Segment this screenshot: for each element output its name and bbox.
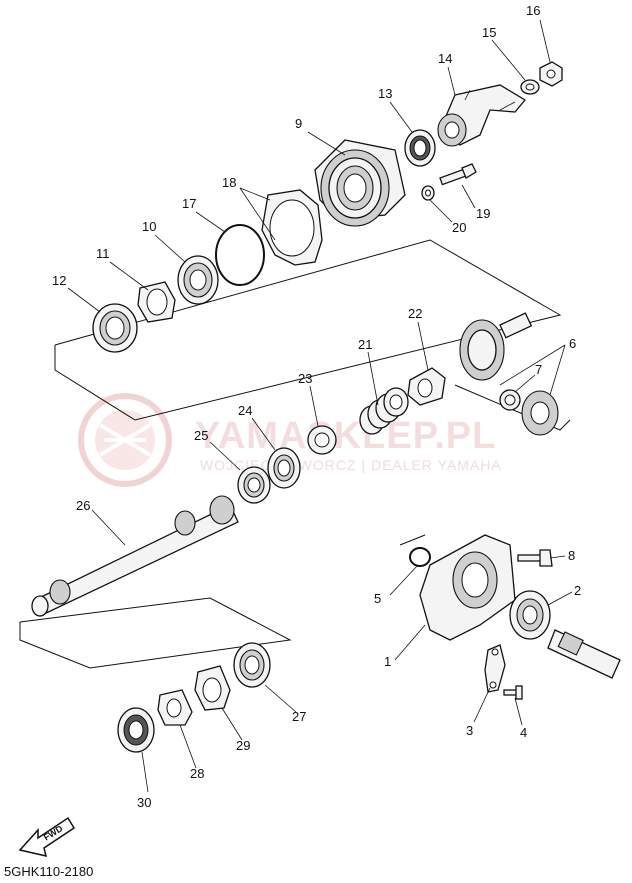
callout-23: 23 — [298, 371, 312, 386]
part-12-bearing — [92, 303, 138, 353]
part-21-spring — [359, 387, 409, 435]
callout-1: 1 — [384, 654, 391, 669]
part-14-yoke — [437, 84, 526, 147]
callout-15: 15 — [482, 25, 496, 40]
callout-25: 25 — [194, 428, 208, 443]
callout-2: 2 — [574, 583, 581, 598]
part-29-bearing-cage — [194, 665, 231, 711]
callout-7: 7 — [535, 362, 542, 377]
part-23-collar — [307, 425, 337, 455]
part-17-o-ring — [215, 224, 265, 286]
callout-9: 9 — [295, 116, 302, 131]
part-2-bearing — [509, 590, 551, 640]
part-7-collar — [499, 389, 521, 411]
callout-17: 17 — [182, 196, 196, 211]
part-8-bolt — [517, 549, 553, 567]
part-9-bearing-housing — [314, 139, 406, 227]
watermark-logo-icon — [78, 393, 172, 487]
callout-26: 26 — [76, 498, 90, 513]
part-11-bearing-cage — [137, 281, 176, 323]
part-3-bracket — [484, 644, 506, 693]
callout-18: 18 — [222, 175, 236, 190]
part-19-bolt — [439, 163, 477, 186]
callout-29: 29 — [236, 738, 250, 753]
group-frame-mid — [399, 384, 571, 546]
callout-12: 12 — [52, 273, 66, 288]
callout-21: 21 — [358, 337, 372, 352]
part-30-oil-seal — [117, 707, 155, 753]
callout-5: 5 — [374, 591, 381, 606]
part-4-bolt — [503, 685, 523, 700]
callout-10: 10 — [142, 219, 156, 234]
part-6-gear-set — [459, 312, 559, 436]
callout-11: 11 — [96, 246, 110, 261]
callout-24: 24 — [238, 403, 252, 418]
callout-14: 14 — [438, 51, 452, 66]
part-13-oil-seal — [404, 129, 436, 167]
part-10-bearing — [177, 255, 219, 305]
fwd-arrow-icon: FWD — [18, 816, 76, 858]
part-pinion-shaft — [547, 629, 621, 679]
part-15-washer — [520, 79, 540, 95]
part-16-nut — [539, 61, 563, 87]
watermark-brand: YAMASKLEP.PL — [195, 415, 496, 457]
part-5-o-ring — [409, 547, 431, 567]
part-25-bearing — [237, 466, 271, 504]
part-1-housing — [419, 534, 516, 641]
part-18-gasket — [261, 189, 323, 266]
group-frame-upper — [54, 239, 562, 421]
leader-lines — [67, 19, 573, 793]
part-24-bearing — [267, 447, 301, 489]
callout-6: 6 — [569, 336, 576, 351]
callout-27: 27 — [292, 709, 306, 724]
callout-20: 20 — [452, 220, 466, 235]
callout-28: 28 — [190, 766, 204, 781]
group-frame-lower — [19, 597, 292, 669]
callout-22: 22 — [408, 306, 422, 321]
callout-30: 30 — [137, 795, 151, 810]
callout-4: 4 — [520, 725, 527, 740]
callout-labels: 16 15 14 13 9 19 20 18 17 10 11 12 6 7 2… — [52, 3, 581, 810]
part-22-coupling — [407, 367, 446, 406]
part-26-drive-shaft — [31, 495, 239, 617]
part-20-washer — [421, 185, 435, 201]
callout-3: 3 — [466, 723, 473, 738]
callout-19: 19 — [476, 206, 490, 221]
diagram-code: 5GHK110-2180 — [4, 864, 93, 879]
callout-13: 13 — [378, 86, 392, 101]
callout-16: 16 — [526, 3, 540, 18]
part-27-bearing — [233, 642, 271, 688]
part-28-collar — [157, 689, 193, 726]
callout-8: 8 — [568, 548, 575, 563]
